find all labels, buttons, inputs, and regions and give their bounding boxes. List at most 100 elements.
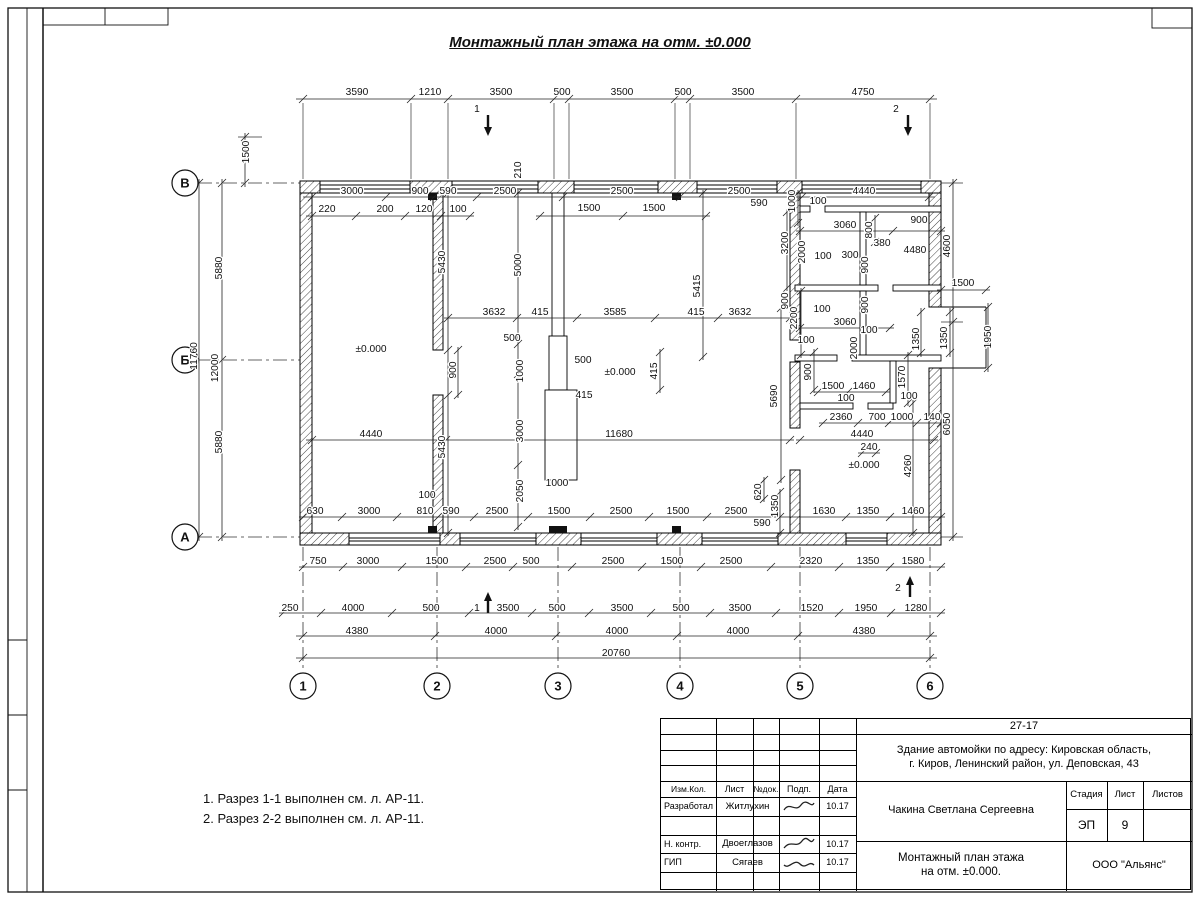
dimension-label: 2500	[728, 186, 751, 197]
dimension-chain	[655, 347, 665, 395]
dimension-label: 4440	[853, 186, 876, 197]
dimension-label: 900	[911, 215, 928, 226]
section-mark-icons	[484, 115, 914, 613]
dimension-chain	[296, 94, 937, 104]
dimension-label: 1000	[787, 189, 798, 212]
dimension-chain	[903, 350, 913, 408]
row-name: Сягаев	[732, 856, 763, 868]
dimension-label: 3060	[834, 317, 857, 328]
dimension-label: 100	[901, 391, 918, 402]
dimension-chain	[983, 302, 993, 373]
dimension-label: 1950	[983, 325, 994, 348]
dimension-label: 500	[523, 556, 540, 567]
dimension-label: 5880	[214, 256, 225, 279]
row-date: 10.17	[826, 838, 849, 849]
dimension-label: 3500	[729, 603, 752, 614]
dimension-chain	[936, 285, 991, 295]
partition-walls	[794, 205, 942, 410]
dimension-chain	[443, 188, 453, 538]
dimension-label: 1580	[902, 556, 925, 567]
dimension-label: 590	[754, 518, 771, 529]
dimension-chain	[535, 211, 711, 221]
dimension-label: 100	[838, 393, 855, 404]
dimension-label: 500	[549, 603, 566, 614]
sheet-number: 9	[1121, 817, 1129, 832]
dimension-label: 500	[675, 87, 692, 98]
dimension-chain	[240, 132, 250, 188]
company-name: ООО "Альянс"	[1092, 859, 1166, 872]
dimension-label: 900	[448, 361, 459, 378]
dimension-label: 1	[474, 104, 480, 115]
dimension-chain	[796, 286, 806, 360]
dimension-label: 500	[673, 603, 690, 614]
dimension-label: 5430	[437, 435, 448, 458]
stage-value: ЭП	[1077, 817, 1096, 832]
dimension-label: 250	[282, 603, 299, 614]
row-role: Разработал	[664, 801, 713, 812]
signature-icon	[779, 853, 819, 872]
dimension-label: 3000	[341, 186, 364, 197]
dimension-label: 1950	[855, 603, 878, 614]
dimension-chain	[513, 188, 523, 532]
drawing-frame	[7, 7, 1193, 893]
dimension-label: 1630	[813, 506, 836, 517]
notes-block: 1. Разрез 1-1 выполнен см. л. АР-11. 2. …	[203, 789, 424, 829]
dimension-label: 300	[842, 250, 859, 261]
axis-label: В	[180, 176, 189, 191]
dimension-chain	[870, 213, 880, 247]
dimension-label: 3060	[834, 220, 857, 231]
dimension-label: ±0.000	[848, 460, 879, 471]
dimension-label: 415	[688, 307, 705, 318]
sheets-total	[1143, 809, 1192, 841]
dimension-label: 1350	[857, 556, 880, 567]
dimension-label: 2000	[849, 336, 860, 359]
dimension-chain	[698, 188, 708, 362]
project-address: Здание автомойки по адресу: Кировская об…	[856, 734, 1192, 781]
dimension-label: 590	[440, 186, 457, 197]
dimension-label: 500	[504, 333, 521, 344]
axis-label: 4	[676, 679, 684, 694]
dimension-label: 1000	[515, 359, 526, 382]
dimension-label: 2500	[611, 186, 634, 197]
axis-label: А	[180, 530, 190, 545]
axis-bubble-6	[916, 672, 944, 700]
dimension-chain	[916, 307, 926, 358]
row-name: Двоеглазов	[722, 838, 773, 850]
axis-bubble-2	[423, 672, 451, 700]
dimension-label: 20760	[602, 648, 631, 659]
row-name: Житлухин	[725, 800, 770, 812]
dimension-label: 1500	[578, 203, 601, 214]
row-role: ГИП	[664, 857, 682, 868]
dimension-label: 1350	[770, 494, 781, 517]
dimension-label: 4000	[727, 626, 750, 637]
dimension-label: 900	[860, 296, 871, 313]
dimension-chain	[945, 307, 955, 358]
dimension-label: 100	[861, 325, 878, 336]
axis-label: 2	[433, 679, 440, 694]
dimension-label: 500	[554, 87, 571, 98]
dimension-label: 1500	[661, 556, 684, 567]
note-line: 1. Разрез 1-1 выполнен см. л. АР-11.	[203, 791, 425, 806]
row-date: 10.17	[826, 857, 849, 868]
address-line: г. Киров, Ленинский район, ул. Деповская…	[909, 757, 1139, 770]
dimension-label: 500	[575, 355, 592, 366]
dimension-label: 1500	[667, 506, 690, 517]
dimension-chain	[303, 192, 935, 202]
dimension-label: 3632	[729, 307, 752, 318]
sheets-header: Листов	[1152, 789, 1183, 801]
dimension-label: 11680	[605, 429, 633, 440]
dimension-label: 3000	[358, 506, 381, 517]
stage-header: Стадия	[1070, 789, 1103, 801]
axis-label: 1	[299, 679, 306, 694]
dimension-label: 4440	[851, 429, 874, 440]
dimension-label: 2320	[800, 556, 823, 567]
dimension-label: 100	[810, 196, 827, 207]
dimension-label: 415	[532, 307, 549, 318]
axis-label: 3	[554, 679, 561, 694]
columns	[428, 193, 681, 533]
floor-features	[544, 335, 578, 481]
signature-icon	[779, 797, 819, 816]
dimension-chain	[306, 435, 795, 445]
dimension-label: 4380	[853, 626, 876, 637]
